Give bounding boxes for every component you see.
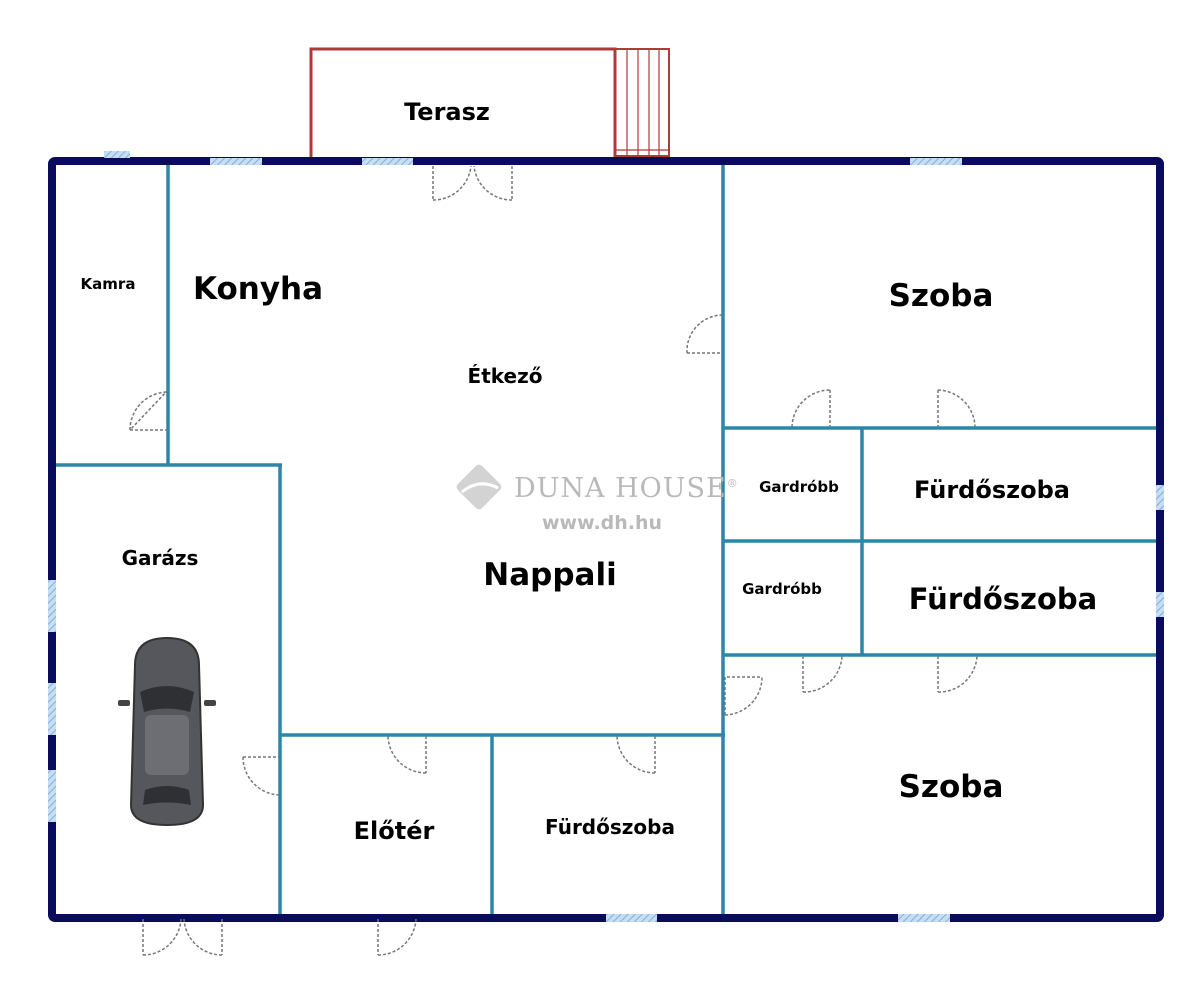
- room-label-gardrobb: Gardróbb: [742, 580, 822, 598]
- window: [1156, 485, 1164, 510]
- watermark-registered: ®: [726, 477, 739, 490]
- doors: [129, 165, 978, 956]
- room-label-garazs: Garázs: [121, 546, 199, 570]
- door: [791, 389, 831, 428]
- terrace-stairs: [615, 49, 669, 156]
- terrace: [309, 47, 670, 157]
- watermark-brand-text: DUNA HOUSE: [514, 473, 727, 504]
- room-label-konyha: Konyha: [192, 271, 324, 307]
- door: [724, 676, 763, 716]
- window: [910, 158, 962, 165]
- watermark-brand: DUNA HOUSE®: [514, 473, 739, 504]
- door: [937, 655, 978, 693]
- room-label-gardrobb: Gardróbb: [759, 478, 839, 496]
- door: [377, 918, 417, 956]
- room-label-furdoszoba: Fürdőszoba: [545, 815, 675, 839]
- door: [686, 314, 723, 354]
- window: [606, 914, 657, 922]
- door: [129, 389, 169, 431]
- window: [362, 158, 413, 165]
- door: [802, 655, 843, 693]
- room-label-terasz: Terasz: [404, 98, 490, 126]
- room-label-szoba: Szoba: [888, 278, 994, 314]
- window: [1156, 592, 1164, 617]
- room-label-furdoszoba: Fürdőszoba: [914, 476, 1070, 504]
- door: [387, 735, 427, 774]
- door: [242, 756, 280, 796]
- window: [210, 158, 262, 165]
- window: [48, 770, 56, 822]
- room-label-szoba: Szoba: [898, 769, 1004, 805]
- windows: [48, 151, 1164, 922]
- duna-house-logo-icon: [456, 464, 502, 510]
- room-label-etkezo: Étkező: [467, 364, 543, 388]
- room-label-furdoszoba: Fürdőszoba: [908, 582, 1098, 616]
- inner-walls: [55, 165, 1158, 915]
- car-icon: [118, 636, 216, 827]
- window: [898, 914, 950, 922]
- door: [937, 389, 976, 428]
- window: [48, 580, 56, 632]
- room-label-nappali: Nappali: [483, 557, 617, 593]
- door: [432, 165, 513, 201]
- door: [142, 918, 223, 956]
- room-label-eloter: Előtér: [353, 817, 435, 845]
- room-label-kamra: Kamra: [80, 275, 136, 293]
- window: [48, 683, 56, 735]
- door: [616, 735, 656, 774]
- window: [104, 151, 130, 158]
- watermark-url: www.dh.hu: [542, 512, 663, 534]
